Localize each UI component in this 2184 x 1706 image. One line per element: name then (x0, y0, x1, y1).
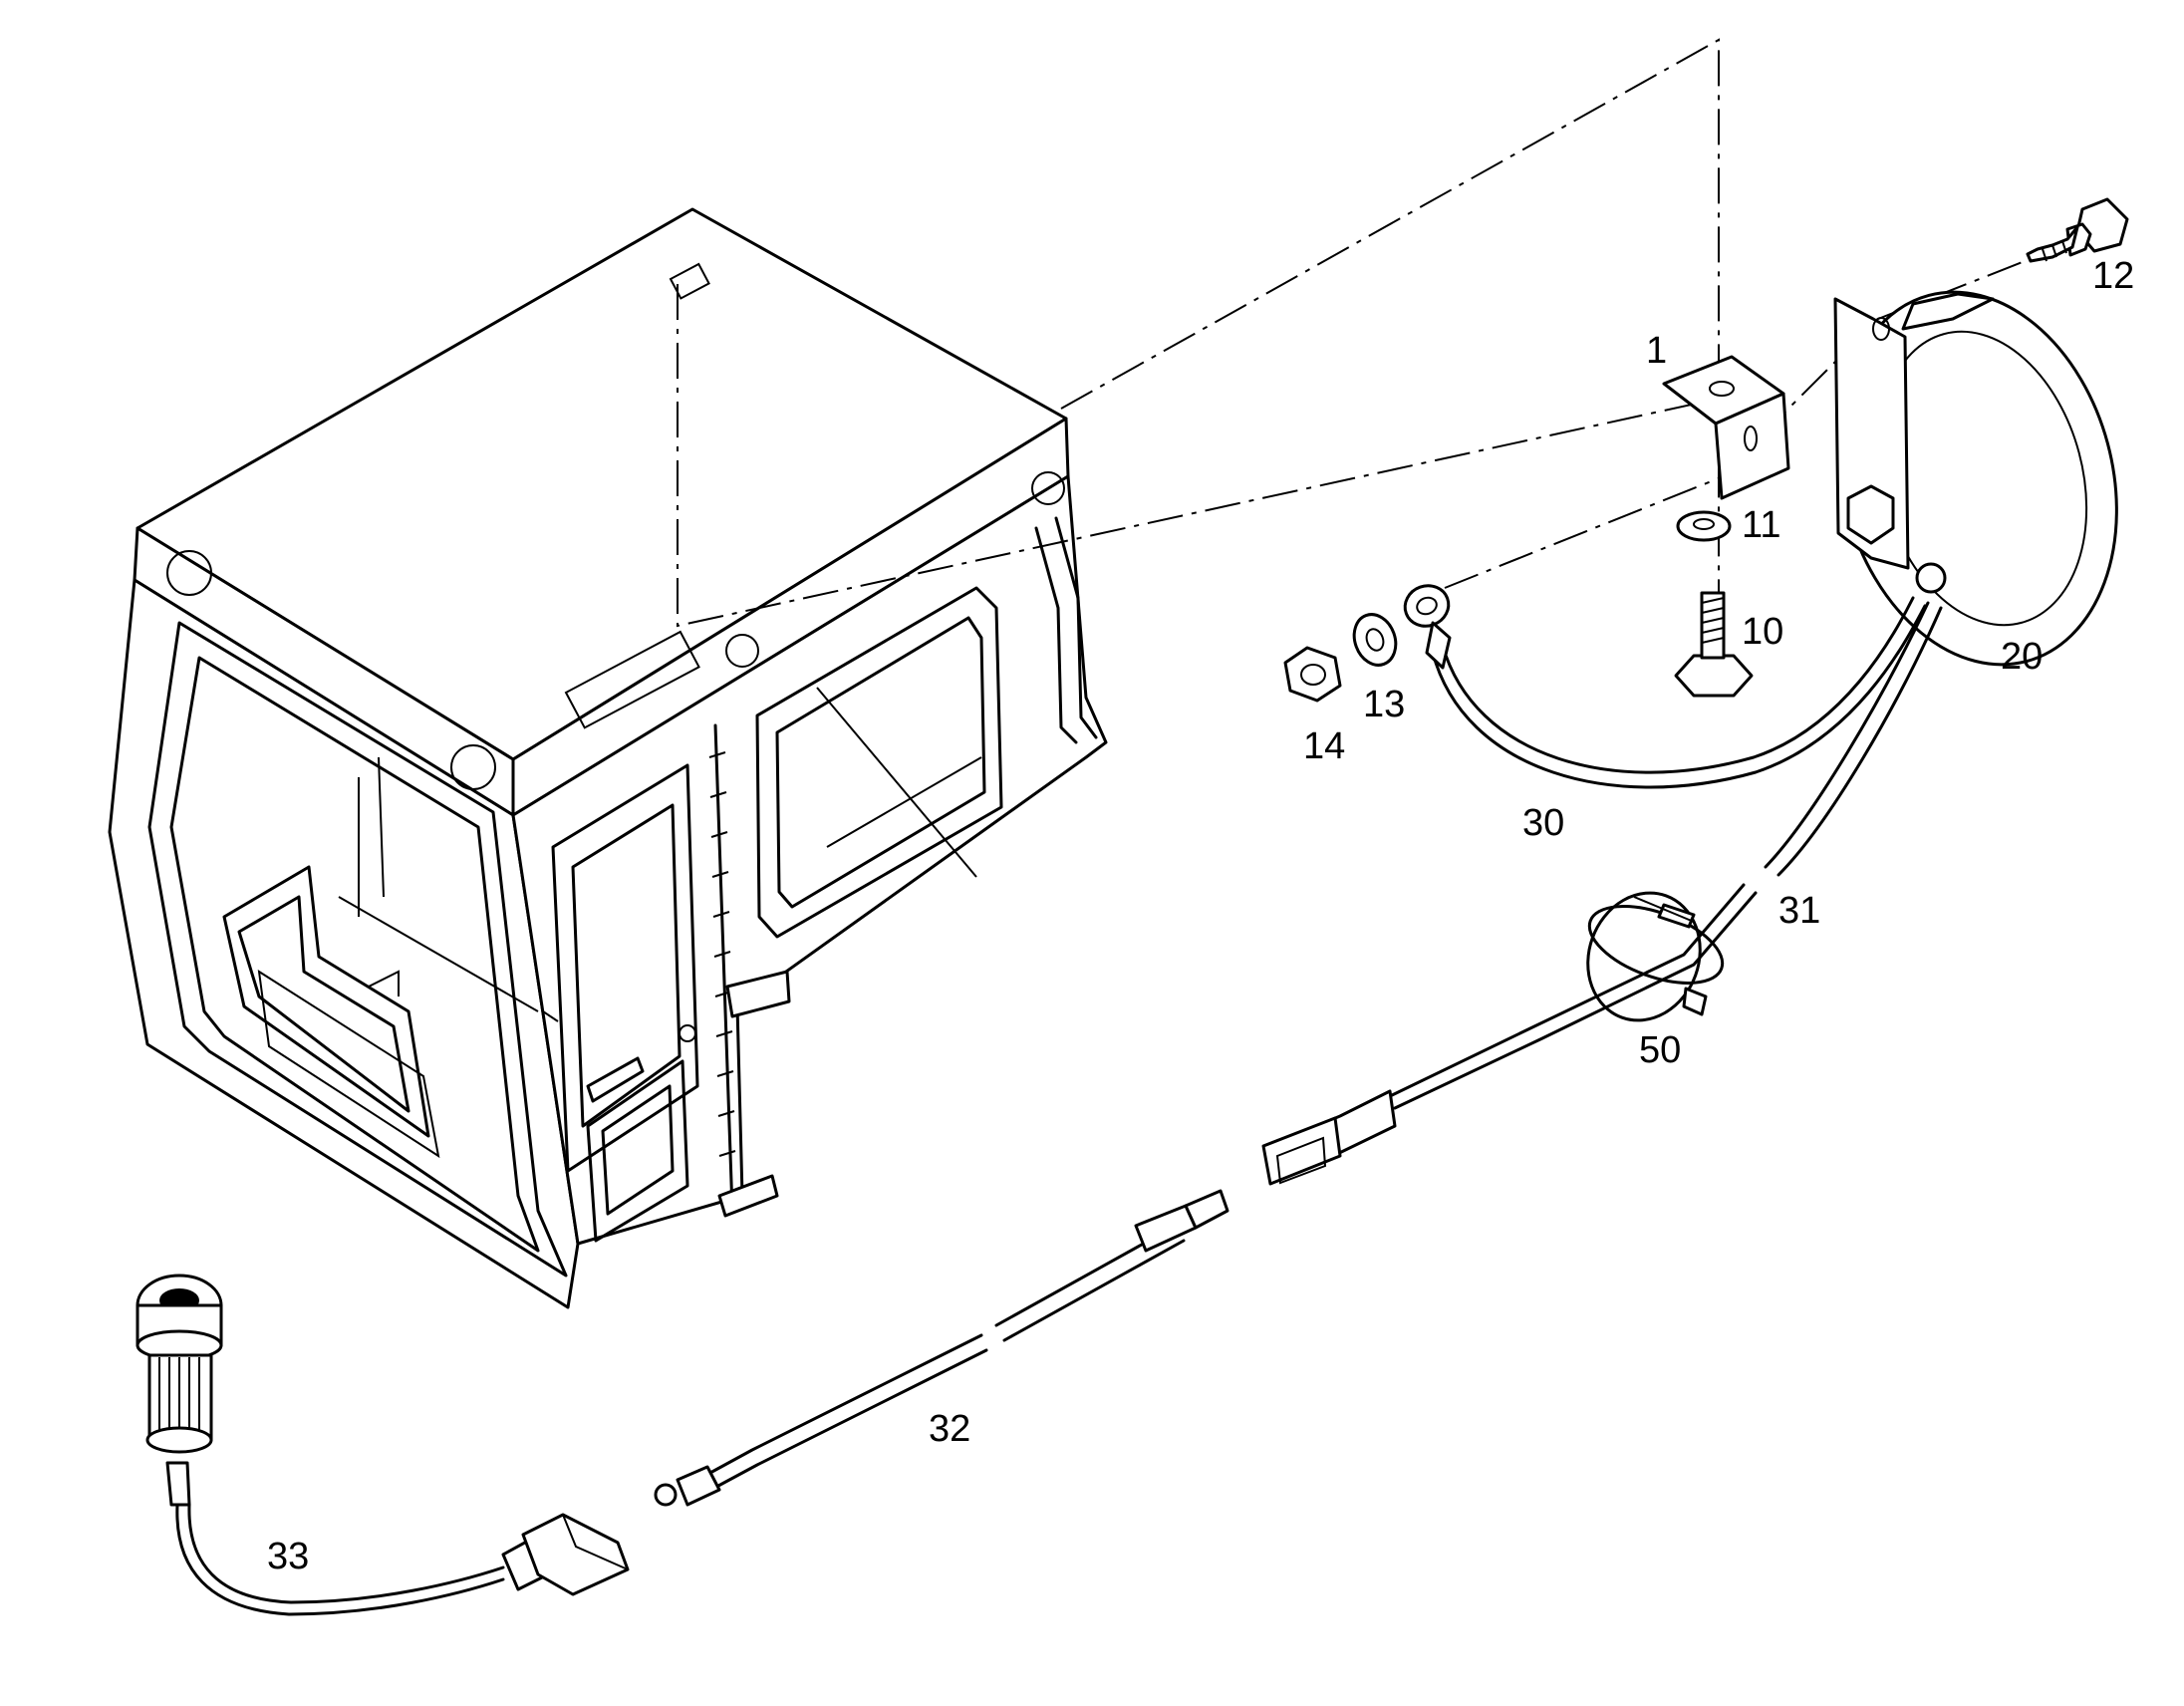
callout-31: 31 (1778, 890, 1821, 932)
cable-32 (654, 1189, 1229, 1507)
mounting-bracket (1662, 355, 1790, 500)
bolt-12 (2026, 197, 2129, 263)
washer-11 (1676, 510, 1732, 542)
nut-14 (1283, 646, 1342, 703)
callout-50: 50 (1639, 1029, 1682, 1071)
cable-31 (1388, 601, 1943, 1110)
callout-10: 10 (1742, 611, 1784, 653)
cable-33 (175, 1503, 630, 1616)
callout-33: 33 (267, 1536, 310, 1577)
hose-clamp-50 (1586, 891, 1725, 1022)
cable-connector (1261, 1089, 1397, 1186)
callout-32: 32 (929, 1408, 971, 1450)
callout-13: 13 (1363, 684, 1406, 725)
cable-30 (1403, 584, 1927, 789)
callout-11: 11 (1742, 504, 1781, 546)
callout-12: 12 (2092, 255, 2135, 297)
callout-20: 20 (2001, 636, 2044, 678)
callout-1: 1 (1646, 330, 1668, 372)
washer-13 (1352, 613, 1398, 667)
cigarette-lighter-socket (136, 1274, 223, 1507)
callout-30: 30 (1522, 802, 1565, 844)
cab-assembly (108, 207, 1108, 1309)
horn-20 (1833, 290, 2118, 667)
bolt-10 (1674, 591, 1754, 698)
callout-14: 14 (1303, 725, 1346, 767)
